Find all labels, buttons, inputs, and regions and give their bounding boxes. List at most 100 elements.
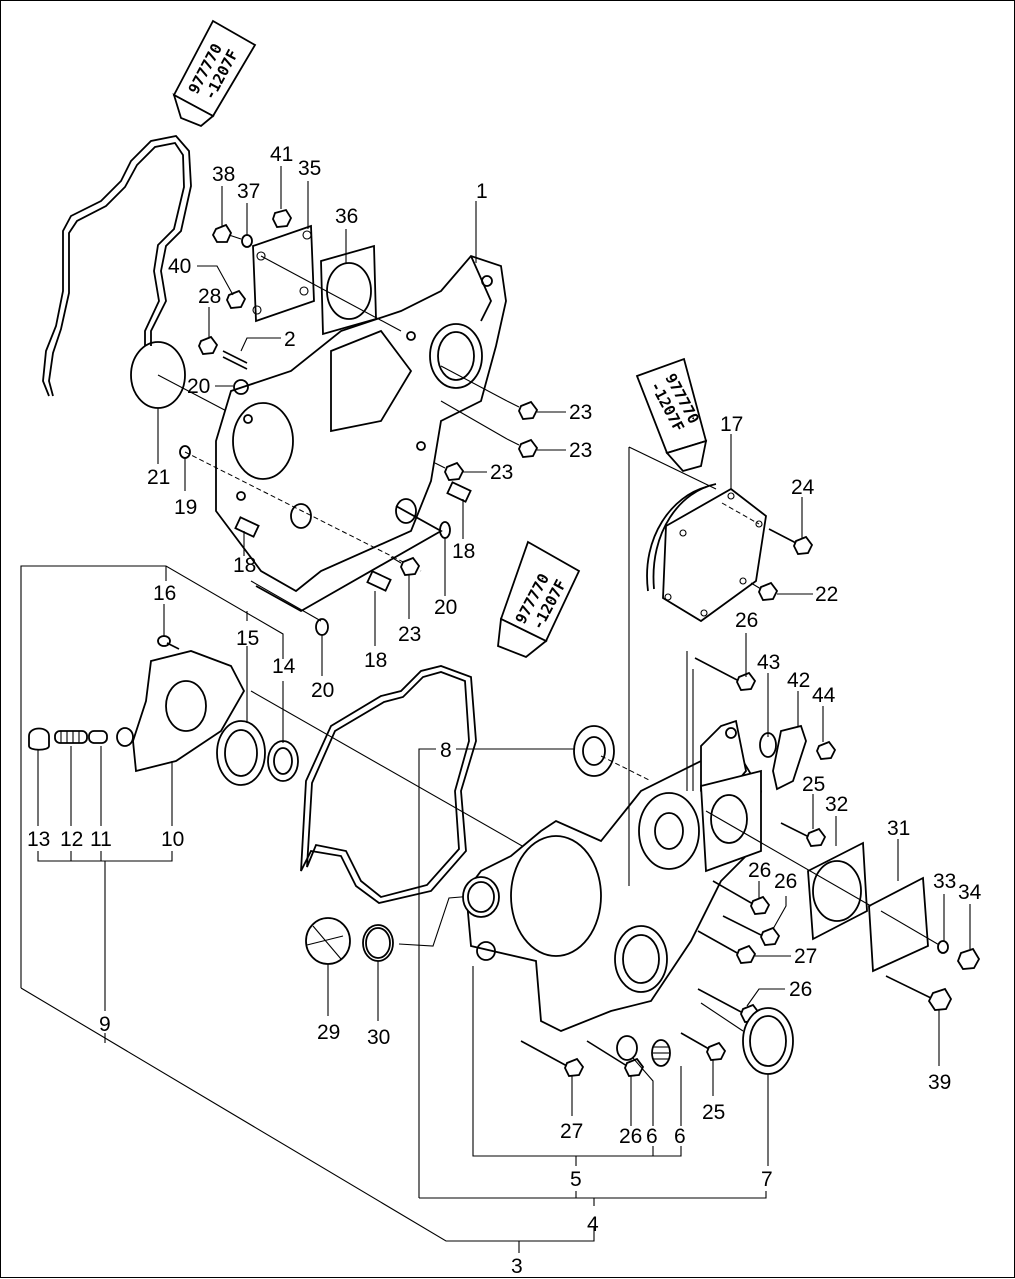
outer-rotor-15 [216, 720, 266, 786]
callout-1: 1 [476, 180, 488, 203]
bolt-26c [722, 915, 781, 946]
callout-15: 15 [236, 627, 259, 650]
washer-33 [937, 940, 949, 954]
callout-5: 5 [570, 1168, 582, 1191]
callout-27b: 27 [560, 1120, 583, 1143]
bearing-8 [573, 725, 615, 777]
gear-case-upper [215, 254, 507, 613]
callout-38: 38 [212, 163, 235, 186]
sealant-tube-top: 977770 -1207F [172, 19, 257, 128]
callout-29: 29 [317, 1021, 340, 1044]
callout-17: 17 [720, 413, 743, 436]
callout-6a: 6 [646, 1125, 658, 1148]
o-ring-20-top [233, 379, 249, 395]
callout-44: 44 [812, 684, 836, 707]
callout-39: 39 [928, 1071, 951, 1094]
callout-34: 34 [958, 881, 982, 904]
callout-14: 14 [272, 655, 296, 678]
callout-6b: 6 [674, 1125, 686, 1148]
pump-body-10 [132, 650, 246, 773]
gasket-bead-upper-inner [48, 141, 185, 397]
gasket-32 [807, 841, 868, 941]
bolt-27b [520, 1040, 585, 1077]
callout-18b: 18 [452, 540, 475, 563]
callout-42: 42 [787, 669, 810, 692]
nut-40 [226, 289, 247, 309]
callout-11: 11 [90, 828, 112, 851]
oil-seal-7 [742, 1007, 794, 1075]
callout-18a: 18 [233, 554, 256, 577]
nut-41 [272, 208, 293, 228]
gasket-bead-lower [300, 665, 477, 904]
bolt-25a [780, 822, 827, 847]
nut-28 [198, 335, 219, 355]
o-ring-30 [362, 924, 394, 962]
bolt-39 [885, 975, 953, 1011]
plug-6b [651, 1039, 671, 1067]
callout-20a: 20 [187, 375, 210, 398]
bolt-23c [434, 461, 465, 481]
washer-37 [241, 234, 253, 248]
callout-25a: 25 [802, 773, 825, 796]
callout-23a: 23 [569, 401, 592, 424]
callout-41: 41 [270, 143, 293, 166]
sealant-tube-right: 977770 -1207F [635, 357, 708, 473]
cover-31 [868, 876, 929, 973]
bolt-25b [680, 1032, 727, 1061]
callout-37: 37 [237, 180, 260, 203]
callout-25b: 25 [702, 1101, 725, 1124]
sealant-tube-middle: 977770 -1207F [497, 540, 581, 659]
callout-18c: 18 [364, 649, 387, 672]
bolt-38 [211, 223, 242, 243]
callout-30: 30 [367, 1026, 390, 1049]
callout-3: 3 [511, 1255, 523, 1278]
bolt-27a [697, 930, 757, 964]
plug-8 [462, 876, 500, 918]
filler-cap-29 [305, 917, 351, 965]
callout-23c: 23 [490, 461, 513, 484]
callout-labels: 1 2 3 4 5 6 6 7 8 9 10 11 12 13 14 15 16… [27, 143, 982, 1278]
spring-12 [54, 730, 88, 744]
cover-17 [662, 487, 767, 623]
stud-2 [222, 350, 248, 370]
bolt-34 [957, 947, 981, 970]
callout-10: 10 [161, 828, 184, 851]
bolt-23d [390, 556, 421, 576]
callout-26b: 26 [748, 859, 771, 882]
bolt-23a [440, 365, 539, 420]
callout-9: 9 [99, 1013, 111, 1036]
callout-26a: 26 [735, 609, 758, 632]
callout-26e: 26 [619, 1125, 642, 1148]
callout-26d: 26 [789, 978, 812, 1001]
callout-22: 22 [815, 583, 838, 606]
bolt-26e [586, 1040, 645, 1077]
bolt-23b [440, 400, 539, 458]
callout-33: 33 [933, 870, 956, 893]
bolt-26b [712, 880, 771, 915]
callout-40: 40 [168, 255, 191, 278]
plate-42 [772, 724, 807, 791]
callout-23d: 23 [398, 623, 421, 646]
o-ring-20-mid [439, 521, 451, 539]
dowel-pin-18c [366, 570, 392, 592]
callout-35: 35 [298, 157, 321, 180]
callout-26c: 26 [774, 870, 797, 893]
callout-12: 12 [60, 828, 83, 851]
callout-16: 16 [153, 582, 176, 605]
callout-24: 24 [791, 476, 815, 499]
inner-rotor-14 [267, 740, 299, 782]
callout-28: 28 [198, 285, 221, 308]
screw-16 [157, 635, 180, 650]
bolt-24 [768, 528, 814, 555]
callout-23b: 23 [569, 439, 592, 462]
plug-13 [28, 727, 50, 751]
valve-11 [88, 730, 108, 744]
gear-case-lower [465, 719, 762, 1032]
gasket-bead-upper [42, 135, 192, 397]
plug-6a [616, 1035, 638, 1061]
callout-19: 19 [174, 496, 197, 519]
callout-43: 43 [757, 651, 780, 674]
callout-36: 36 [335, 205, 358, 228]
